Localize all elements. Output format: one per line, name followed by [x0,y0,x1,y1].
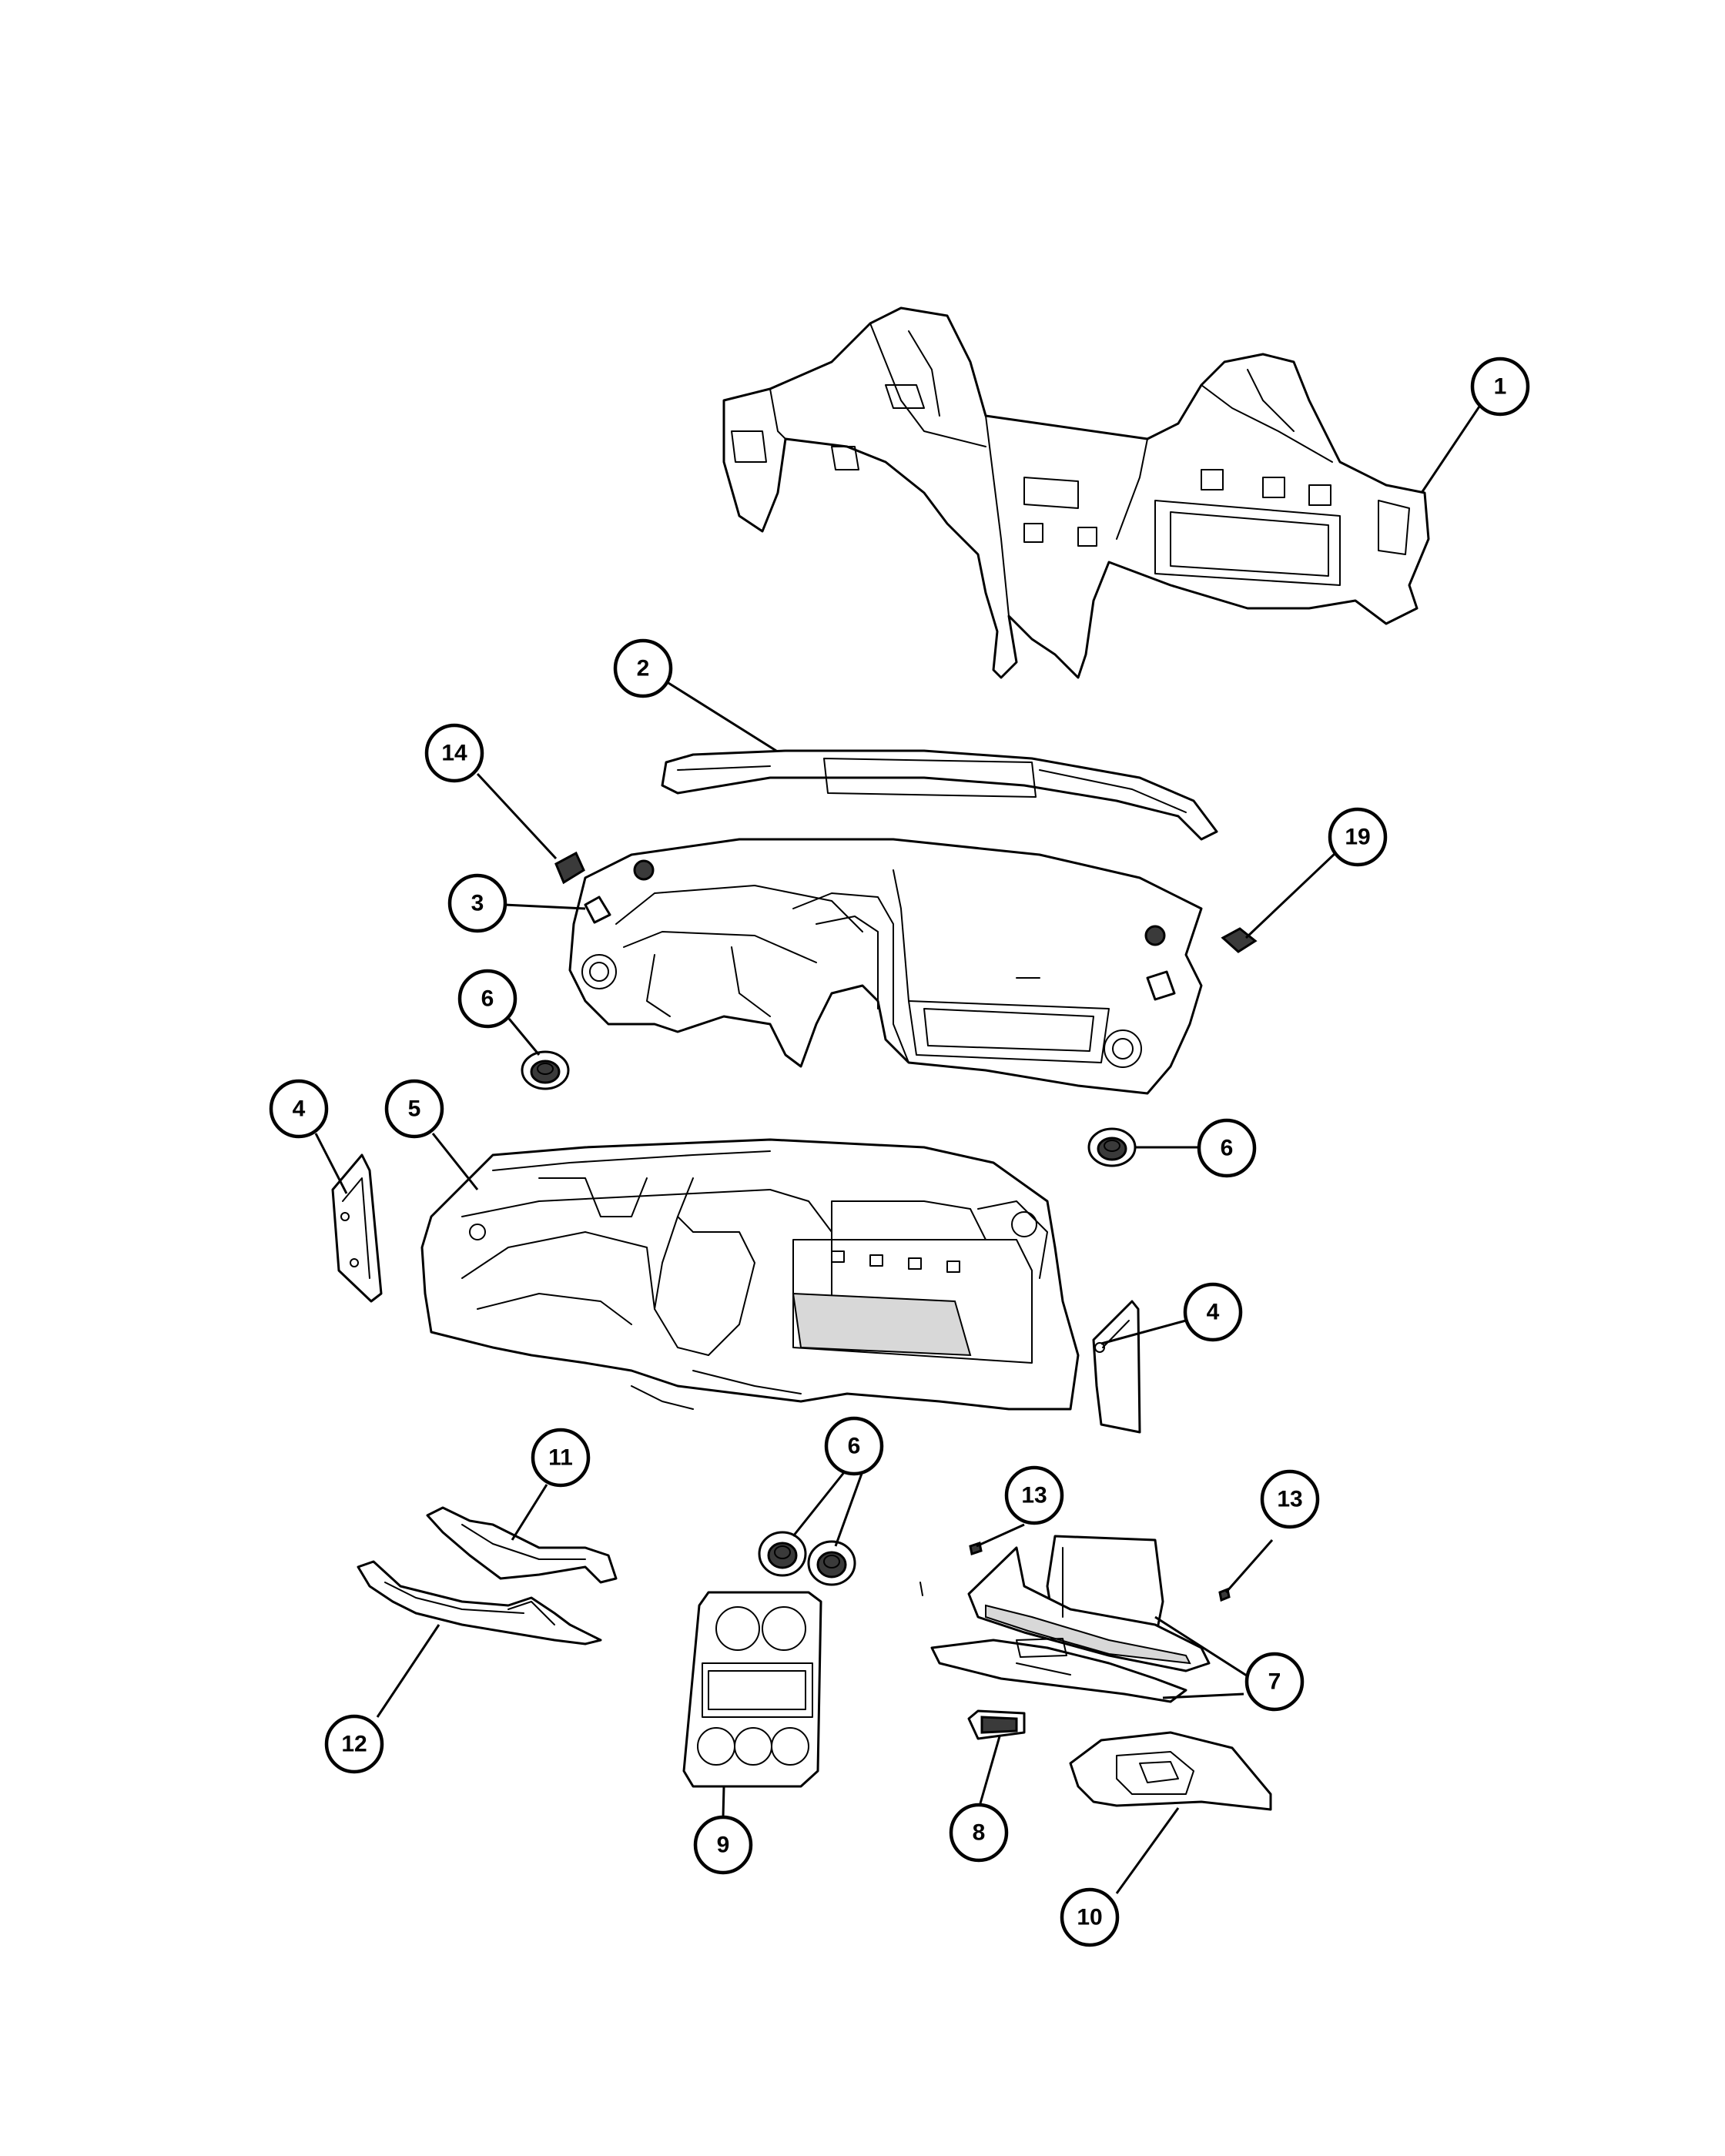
callout-1-label: 1 [1494,374,1507,400]
leader-6a [507,1018,541,1056]
leader-2 [668,681,777,752]
leader-9 [722,1786,725,1818]
callout-6b-label: 6 [1221,1136,1234,1161]
callout-7-label: 7 [1268,1669,1281,1695]
callout-14-label: 14 [441,741,467,766]
callout-11: 11 [531,1428,591,1488]
instrument-panel-carrier-part [420,1138,1080,1411]
callout-8-label: 8 [973,1820,986,1846]
callout-14: 14 [424,723,484,783]
leader-6c-2 [834,1471,864,1547]
callout-19-label: 19 [1345,825,1370,850]
leader-8 [979,1736,1001,1804]
callout-6b: 6 [1197,1118,1257,1178]
latch-part-8 [967,1709,1026,1740]
callout-3-label: 3 [471,891,484,916]
callout-19: 19 [1328,807,1388,867]
leader-19 [1244,852,1337,939]
leader-14 [476,772,558,860]
callout-1: 1 [1470,357,1530,417]
end-cap-part-4-left [331,1153,383,1303]
callout-13a-label: 13 [1021,1483,1047,1508]
leader-12 [376,1624,440,1718]
callout-6c: 6 [824,1416,884,1476]
callout-10-label: 10 [1077,1905,1102,1930]
leader-lines [314,390,1492,1894]
leader-1 [1420,390,1492,494]
vent-knob-part-6-lower [758,1531,856,1586]
leader-4a [314,1133,348,1194]
callout-2-label: 2 [637,656,650,681]
callout-6c-label: 6 [848,1434,861,1459]
instrument-panel-upper-part [568,838,1203,1095]
leader-7-2 [1162,1692,1244,1699]
callout-4b-label: 4 [1207,1300,1220,1325]
top-cover-part [661,749,1218,841]
leader-6c-1 [792,1471,846,1537]
callout-2: 2 [613,638,673,698]
leader-13a [976,1523,1025,1548]
lower-trim-part-12 [357,1560,602,1645]
leader-7-1 [1154,1615,1252,1680]
leader-13b [1224,1539,1274,1593]
callout-4b: 4 [1183,1282,1243,1342]
callout-9: 9 [693,1815,753,1875]
callout-8: 8 [949,1803,1009,1863]
callout-6a: 6 [457,969,518,1029]
callout-13b-label: 13 [1277,1487,1302,1512]
leader-3 [504,903,586,910]
callout-13a: 13 [1004,1465,1064,1525]
glove-box-part-7 [930,1535,1211,1703]
callout-12-label: 12 [341,1732,367,1757]
vent-knob-part-6-right [1087,1127,1137,1167]
leader-4b [1100,1319,1187,1345]
pad-part-19 [1221,927,1258,953]
callout-11-label: 11 [548,1445,573,1471]
callout-9-label: 9 [717,1833,730,1858]
vent-knob-part-6-upper [521,1050,570,1090]
cross-car-beam-part [722,306,1430,679]
callout-5-label: 5 [408,1096,421,1122]
glove-box-door-part-10 [1069,1731,1272,1811]
callout-7: 7 [1244,1652,1305,1712]
callout-5: 5 [384,1079,444,1139]
clip-part-14 [554,851,585,885]
end-cap-part-4-right [1092,1300,1141,1434]
callout-3: 3 [447,873,507,933]
callout-12: 12 [324,1714,384,1774]
leader-5 [431,1133,479,1190]
callout-6a-label: 6 [481,986,494,1012]
lower-trim-part-11 [426,1506,618,1584]
callout-13b: 13 [1260,1469,1320,1529]
leader-10 [1115,1807,1180,1894]
screw-small [919,1582,923,1596]
center-bezel-part-9 [682,1591,822,1788]
leader-11 [511,1484,548,1541]
callout-4a-label: 4 [293,1096,306,1122]
callout-10: 10 [1060,1887,1120,1947]
callout-4a: 4 [269,1079,329,1139]
